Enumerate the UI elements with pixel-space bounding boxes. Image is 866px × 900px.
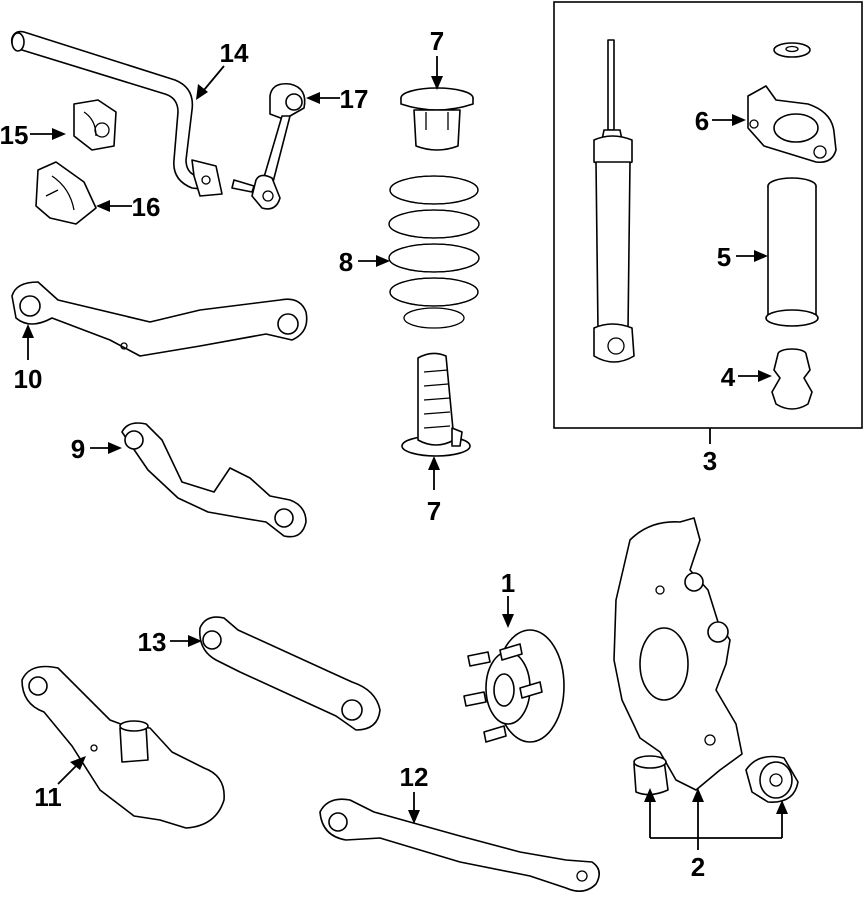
control-arm-13-part[interactable] (199, 616, 381, 731)
callout-14: 14 (220, 38, 249, 68)
stabilizer-bar-part[interactable] (10, 30, 223, 197)
stabilizer-bushing-part[interactable] (73, 99, 117, 151)
callout-12: 12 (400, 762, 429, 792)
stabilizer-link-part[interactable] (231, 82, 306, 210)
callout-10: 10 (14, 364, 43, 394)
coil-spring-part[interactable] (388, 175, 480, 329)
callout-2: 2 (691, 852, 705, 882)
callout-1: 1 (501, 568, 515, 598)
kit-box-3 (553, 1, 863, 429)
callout-8: 8 (339, 247, 353, 277)
callout-3: 3 (703, 446, 717, 476)
callout-15: 15 (0, 120, 28, 150)
upper-control-arm-10-part[interactable] (11, 281, 308, 357)
callout-7-lower: 7 (427, 496, 441, 526)
jounce-bumper-part[interactable] (771, 348, 813, 410)
callout-16: 16 (132, 192, 161, 222)
knuckle-bushing-left-part[interactable] (633, 755, 669, 796)
upper-spring-insulator-part[interactable] (400, 87, 474, 151)
callout-7-upper: 7 (430, 26, 444, 56)
lower-spring-insulator-part[interactable] (401, 352, 471, 457)
callout-6: 6 (695, 106, 709, 136)
callout-9: 9 (71, 434, 85, 464)
control-arm-9-part[interactable] (121, 422, 307, 538)
steering-knuckle-part[interactable] (613, 517, 743, 791)
callout-5: 5 (717, 242, 731, 272)
callout-4: 4 (721, 362, 736, 392)
callout-17: 17 (340, 84, 369, 114)
leader-lines (22, 56, 788, 850)
toe-link-part[interactable] (319, 798, 600, 892)
callout-13: 13 (138, 627, 167, 657)
callout-11: 11 (34, 782, 62, 812)
dust-boot-part[interactable] (765, 177, 819, 327)
shock-absorber-part[interactable] (593, 39, 635, 363)
wheel-hub-part[interactable] (463, 629, 565, 743)
knuckle-bushing-right-part[interactable] (745, 755, 799, 803)
trailing-arm-part[interactable] (21, 665, 225, 829)
shock-upper-mount-part[interactable] (747, 42, 837, 164)
bushing-bracket-part[interactable] (35, 161, 97, 225)
